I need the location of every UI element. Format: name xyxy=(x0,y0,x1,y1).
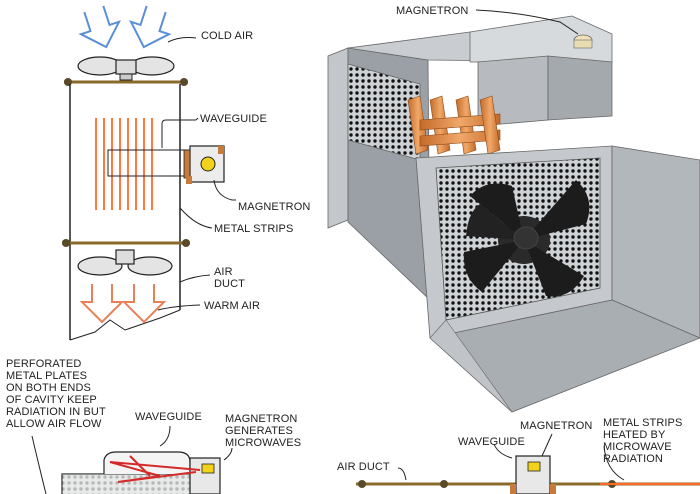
label-cold-air: COLD AIR xyxy=(201,30,254,42)
label-warm-air: WARM AIR xyxy=(204,300,261,312)
metal-strips-heated-line-1: METAL STRIPS xyxy=(603,417,683,429)
metal-strips-heated-line-3: MICROWAVE xyxy=(603,441,672,453)
heater-unit-3d xyxy=(327,15,700,413)
cross-section-left xyxy=(31,425,233,494)
perforated-line-2: METAL PLATES xyxy=(6,370,88,382)
warm-air-arrows xyxy=(79,284,167,324)
label-magnetron-3d: MAGNETRON xyxy=(396,5,469,17)
magnetron-generates-line-1: MAGNETRON xyxy=(225,413,298,425)
magnetron-3d-leader xyxy=(475,9,579,35)
label-duct: DUCT xyxy=(214,278,245,290)
metal-strips-heated-line-2: HEATED BY xyxy=(603,429,666,441)
metal-strips-schematic xyxy=(95,118,153,210)
label-waveguide-top: WAVEGUIDE xyxy=(200,113,267,125)
label-air: AIR xyxy=(214,266,233,278)
perforated-line-5: RADIATION IN BUT xyxy=(6,406,106,418)
top-fan xyxy=(77,56,175,81)
bottom-fan xyxy=(77,249,173,276)
perforated-line-6: ALLOW AIR FLOW xyxy=(6,418,102,430)
label-air-duct-bottom: AIR DUCT xyxy=(337,461,390,473)
metal-strips-heated-line-4: RADIATION xyxy=(603,453,663,465)
label-magnetron-left: MAGNETRON xyxy=(238,201,311,213)
waveguide-schematic xyxy=(107,117,236,229)
magnetron-generates-line-2: GENERATES xyxy=(225,425,293,437)
perforated-line-1: PERFORATED xyxy=(6,358,82,370)
magnetron-generates-line-3: MICROWAVES xyxy=(225,437,302,449)
label-waveguide-br: WAVEGUIDE xyxy=(458,436,525,448)
air-duct-walls xyxy=(62,78,190,341)
air-duct-leaders xyxy=(157,274,211,311)
fan-3d xyxy=(463,180,590,297)
perforated-line-3: ON BOTH ENDS xyxy=(6,382,91,394)
cold-air-leader xyxy=(167,37,197,43)
cold-air-arrows xyxy=(78,5,172,49)
cross-section-right xyxy=(356,433,700,494)
label-magnetron-br: MAGNETRON xyxy=(520,420,593,432)
label-waveguide-bottom: WAVEGUIDE xyxy=(135,411,202,423)
perforated-line-4: OF CAVITY KEEP xyxy=(6,394,97,406)
label-metal-strips: METAL STRIPS xyxy=(214,223,294,235)
